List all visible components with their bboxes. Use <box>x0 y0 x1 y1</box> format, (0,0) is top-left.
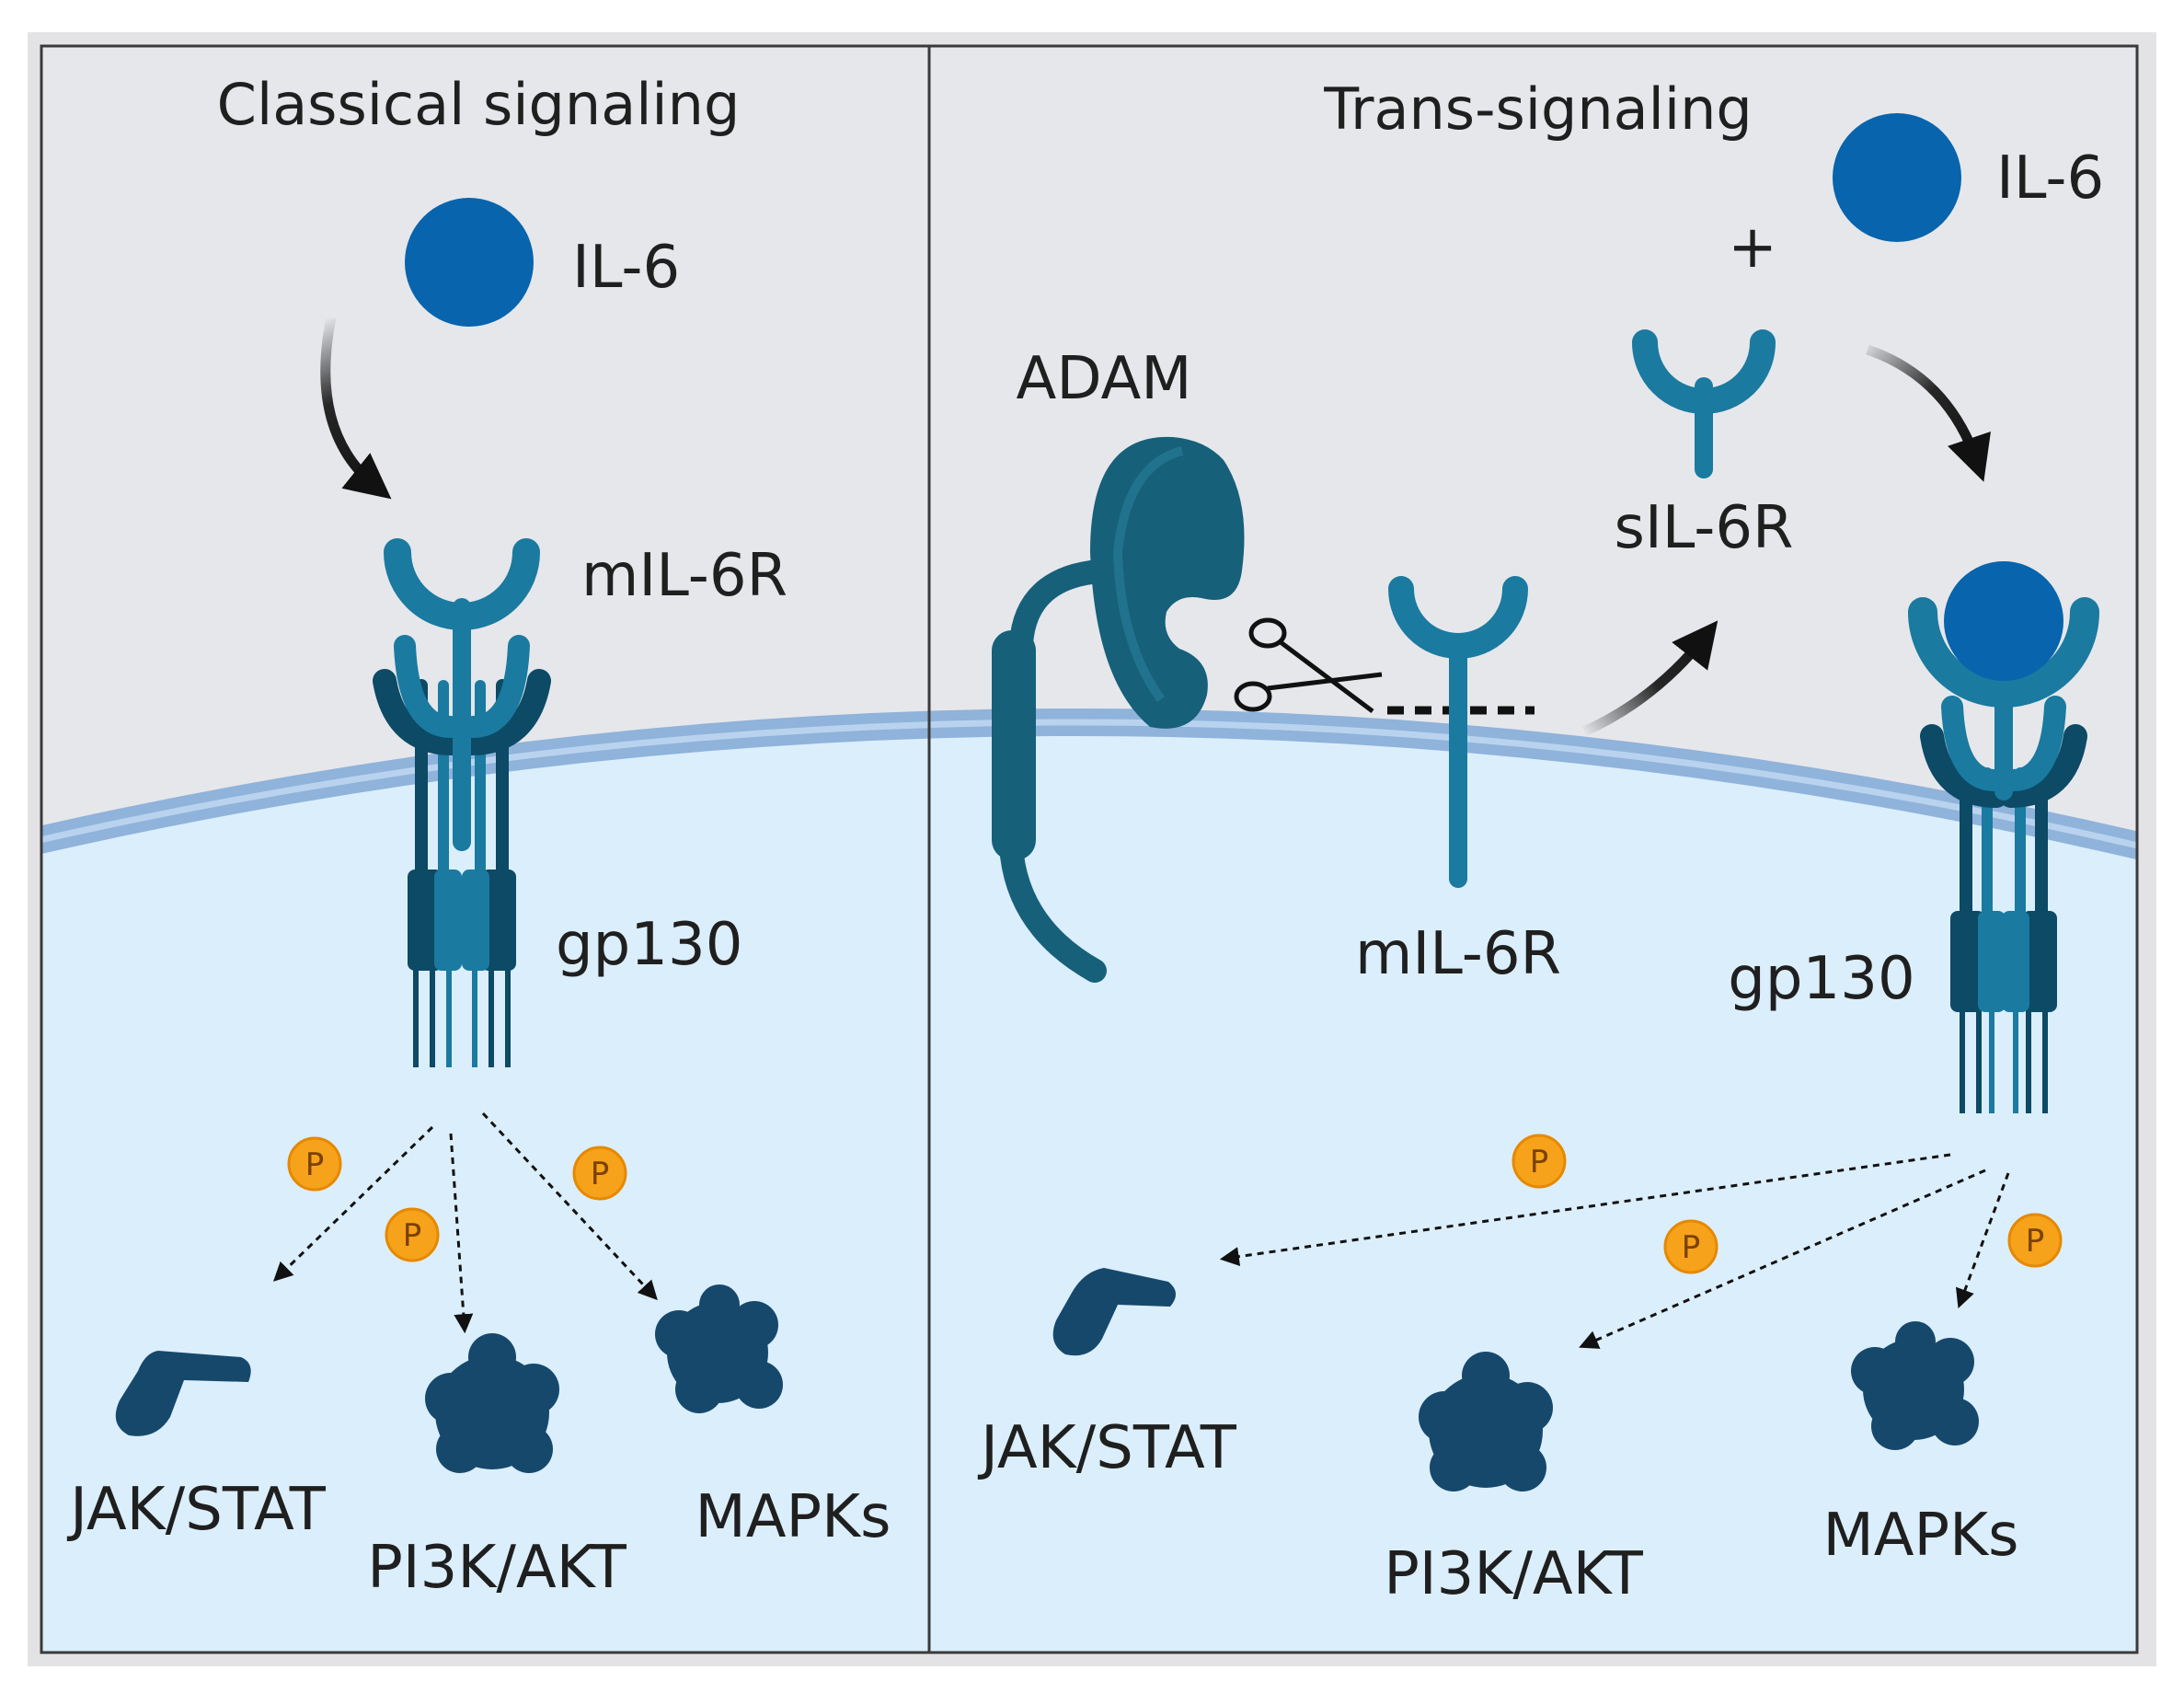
classical-gp130-label: gp130 <box>556 911 742 979</box>
bound-il6-molecule <box>1944 561 2063 681</box>
panel-border <box>40 44 2139 1654</box>
classical-pathway-mapks: MAPKs <box>695 1483 891 1551</box>
trans-receptor-complex <box>1908 561 2099 1113</box>
adam-label: ADAM <box>1017 345 1192 413</box>
dotted-arrow-icon <box>272 1111 658 1334</box>
adam-protease <box>992 436 1245 983</box>
curved-arrow-icon <box>1866 344 1991 482</box>
trans-pathway-jakstat: JAK/STAT <box>977 1414 1237 1482</box>
scissors-icon <box>1234 617 1383 713</box>
classical-panel: Classical signaling IL-6 <box>66 71 891 1602</box>
trans-membrane-receptor-label: mIL-6R <box>1355 920 1561 988</box>
dotted-arrow-icon <box>1219 1153 2010 1349</box>
membrane-core <box>41 719 2137 849</box>
phospho-badges-classical: P P P <box>287 1136 627 1262</box>
svg-text:P: P <box>2026 1223 2045 1260</box>
phospho-badges-trans: P P P <box>1512 1134 2063 1274</box>
svg-text:P: P <box>305 1146 325 1183</box>
svg-text:P: P <box>591 1156 610 1192</box>
free-il6-molecule <box>1833 113 1961 242</box>
svg-text:P: P <box>1530 1144 1549 1180</box>
soluble-receptor-label: sIL-6R <box>1614 494 1793 562</box>
trans-membrane-receptor <box>1388 576 1528 888</box>
trans-title: Trans-signaling <box>1323 75 1752 143</box>
trans-gp130-label: gp130 <box>1728 945 1914 1013</box>
classical-il6-label: IL-6 <box>572 234 680 302</box>
soluble-receptor <box>1632 329 1776 478</box>
cytoplasm <box>41 721 2137 1653</box>
kinase-shapes-trans <box>1052 1268 1979 1491</box>
curved-arrow-icon <box>320 316 392 500</box>
plus-sign: + <box>1728 213 1777 282</box>
svg-text:P: P <box>1682 1229 1701 1266</box>
trans-pathway-pi3kakt: PI3K/AKT <box>1384 1540 1644 1608</box>
trans-panel: Trans-signaling IL-6 + ADAM mIL-6R <box>977 75 2104 1608</box>
classical-pathway-jakstat: JAK/STAT <box>66 1476 327 1544</box>
classical-title: Classical signaling <box>217 71 741 138</box>
trans-pathway-mapks: MAPKs <box>1823 1502 2019 1570</box>
il6-molecule <box>405 198 534 327</box>
classical-receptor-label: mIL-6R <box>581 542 787 610</box>
classical-receptor-complex <box>373 538 551 1067</box>
kinase-shapes-classical <box>115 1284 783 1473</box>
shedding-arrow-icon <box>1581 620 1718 737</box>
trans-il6-label: IL-6 <box>1996 144 2104 213</box>
svg-text:P: P <box>403 1217 422 1254</box>
classical-pathway-pi3kakt: PI3K/AKT <box>367 1534 627 1602</box>
